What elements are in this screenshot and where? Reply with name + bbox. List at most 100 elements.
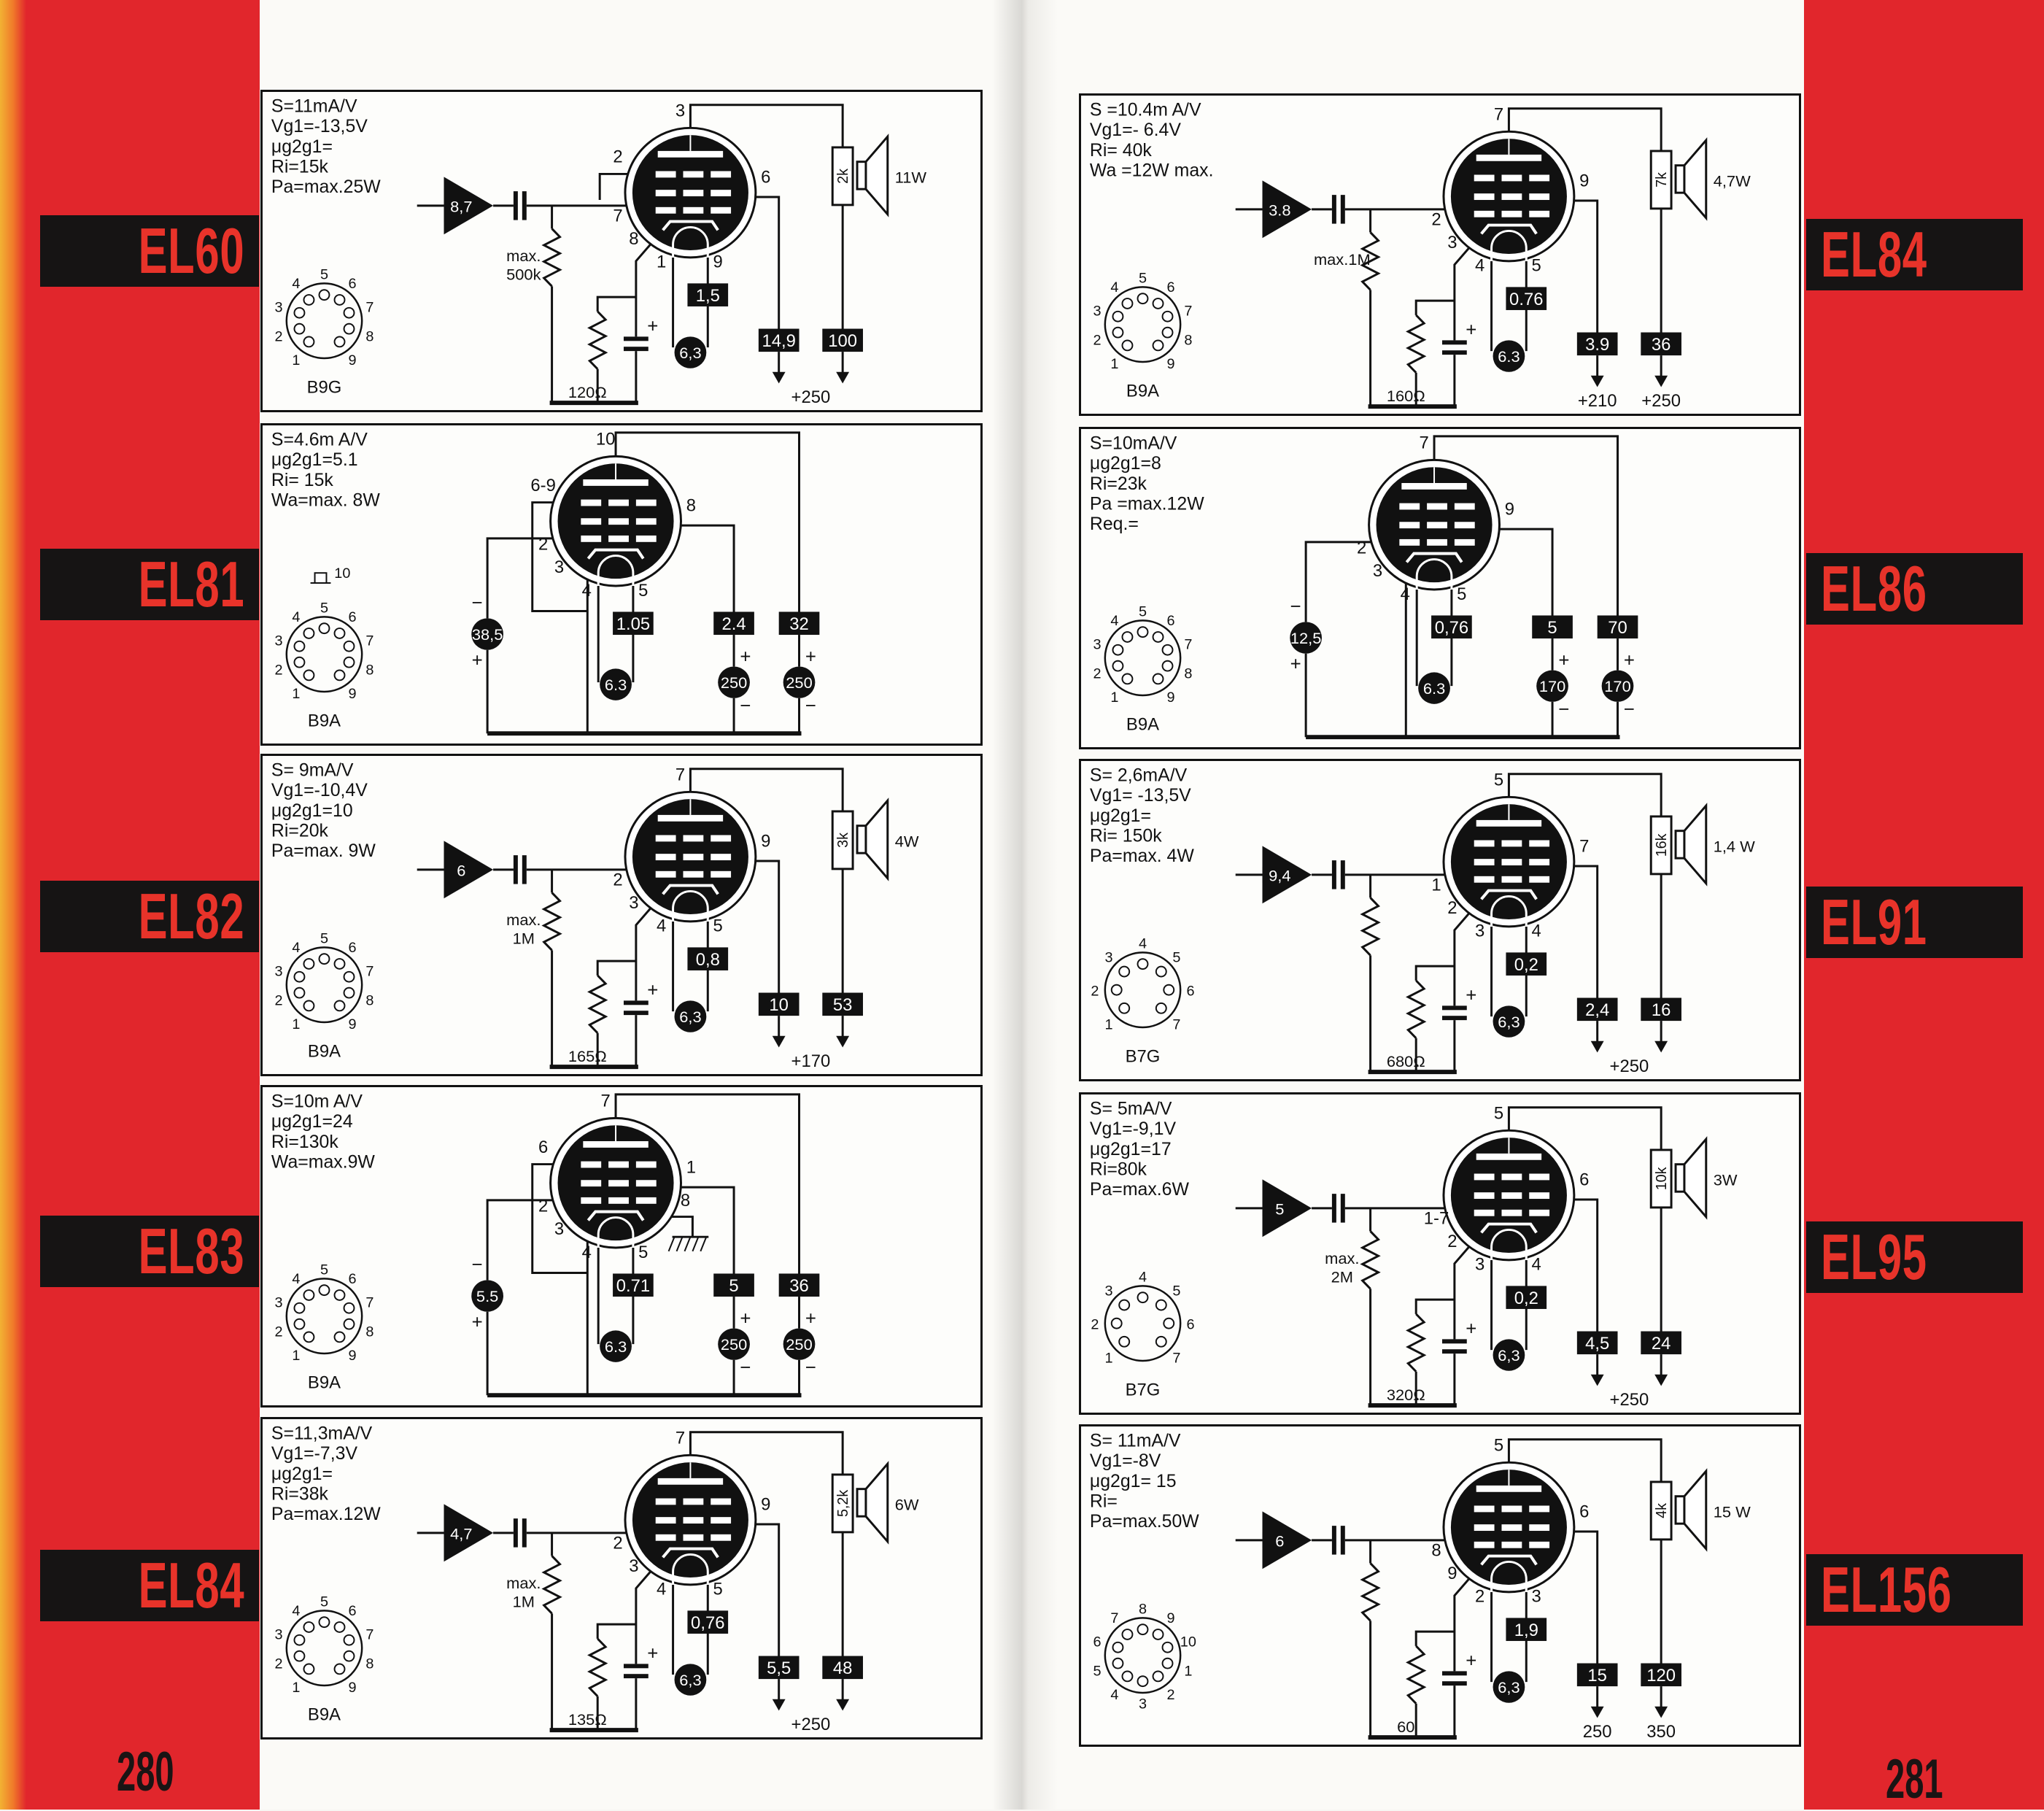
speaker-icon xyxy=(856,161,867,190)
socket-pin xyxy=(1112,644,1124,656)
socket-pin-number: 2 xyxy=(1091,984,1099,1000)
tube-tab-label: EL60 xyxy=(138,215,244,287)
grid-leak-resistor xyxy=(1360,1230,1381,1290)
speaker-icon xyxy=(1674,830,1686,860)
speaker-icon xyxy=(1674,164,1686,194)
socket-pin xyxy=(1121,339,1134,352)
input-signal-voltage: 6 xyxy=(457,862,465,880)
pin-label-left-lower: 2 xyxy=(613,1534,622,1553)
heater-current-label: 0,8 xyxy=(696,950,720,970)
capacitor-polarity: + xyxy=(647,317,658,337)
pin-label-heater1: 4 xyxy=(582,1243,592,1262)
socket-pin xyxy=(1118,965,1131,978)
socket-pin xyxy=(343,656,355,668)
heater-filament xyxy=(1490,1229,1528,1260)
screen-supply-arrowhead xyxy=(1590,1040,1604,1053)
tube-tab-el81: EL81 xyxy=(40,549,259,620)
socket-pin-number: 7 xyxy=(365,1627,373,1643)
socket-pin xyxy=(318,1284,330,1297)
anode-wire xyxy=(1507,773,1662,816)
pin-label-heater2: 5 xyxy=(1457,584,1466,604)
pin-label-left-lower: 2 xyxy=(1357,538,1366,558)
socket-pin xyxy=(293,306,306,319)
grid-3 xyxy=(608,1197,629,1204)
tube-spec-line: μg2g1= xyxy=(271,137,333,157)
tube-spec-line: S =10.4m A/V xyxy=(1090,101,1201,120)
socket-pin-number: 3 xyxy=(1093,304,1102,320)
grid-1 xyxy=(581,499,602,506)
grid-3 xyxy=(711,1534,732,1541)
socket-pin-number: 9 xyxy=(349,1016,357,1032)
pin-label-left-upper: 6-9 xyxy=(530,476,555,495)
heater-voltage-circle xyxy=(674,1664,707,1696)
socket-pin xyxy=(1137,293,1149,305)
grid-2 xyxy=(683,190,704,197)
socket-pin xyxy=(333,669,346,681)
anode-voltage-source: 250 xyxy=(783,1328,816,1360)
tube-spec-line: Ri=15k xyxy=(271,158,329,177)
tube-tab-label: EL84 xyxy=(1821,219,1927,290)
anode-supply-arrowhead xyxy=(836,371,850,384)
socket-outline xyxy=(1104,1285,1182,1362)
anode-wire xyxy=(614,431,801,613)
heater-voltage-label: 6.3 xyxy=(1498,347,1520,366)
supply-voltage-label: +170 xyxy=(791,1051,831,1071)
pin-label-cathode: 2 xyxy=(1447,1232,1457,1251)
socket-pin-number: 2 xyxy=(1093,333,1102,349)
tube-spec-line: S= 5mA/V xyxy=(1090,1100,1172,1119)
grid-2 xyxy=(581,518,602,525)
grid-resistor-label: max. xyxy=(506,911,541,929)
output-power-label: 1,4 W xyxy=(1714,837,1756,855)
tube-spec-line: Vg1=-7,3V xyxy=(271,1444,358,1464)
socket-base-type: B9A xyxy=(308,1704,341,1724)
anode-voltage-source-label: 250 xyxy=(786,1335,812,1354)
grid-bias-source-circle xyxy=(471,1280,503,1312)
socket-pin-number: 1 xyxy=(1184,1664,1192,1680)
socket-pin-number: 9 xyxy=(1167,356,1175,372)
pin-label-top: 5 xyxy=(1494,1436,1503,1456)
anode-current-label: 53 xyxy=(833,995,853,1015)
socket-pin-number: 3 xyxy=(275,964,283,980)
pin-label-heater1: 4 xyxy=(1475,256,1484,276)
socket-outline xyxy=(1104,1617,1182,1694)
heater-voltage-circle xyxy=(600,1330,632,1362)
socket-pin xyxy=(303,1331,315,1343)
top-cap-pin-number: 10 xyxy=(334,565,350,582)
tube-spec-line: μg2g1=5.1 xyxy=(271,450,358,470)
coupling-capacitor-plate xyxy=(1331,1526,1336,1555)
speaker-cone-icon xyxy=(1683,137,1708,221)
pin-label-left-lower: 1-7 xyxy=(1424,1209,1449,1229)
socket-pin-number: 6 xyxy=(349,1271,357,1287)
socket-outline xyxy=(285,946,363,1024)
grid-1 xyxy=(1474,1173,1495,1181)
socket-pin xyxy=(1163,1317,1175,1329)
anode-current: 16 xyxy=(1641,997,1681,1022)
anode-current: 53 xyxy=(822,992,863,1016)
screen-supply-arrowhead xyxy=(1590,1706,1604,1718)
socket-base-type: B9A xyxy=(308,1372,341,1392)
heater-filament xyxy=(672,1553,709,1585)
socket-pin xyxy=(1137,1623,1149,1636)
anode-current-label: 70 xyxy=(1608,618,1627,638)
polarity-minus: − xyxy=(1624,700,1635,720)
socket-pin-number: 3 xyxy=(1093,637,1102,653)
cathode xyxy=(587,1210,645,1221)
anode-plate xyxy=(1476,154,1542,161)
socket-pin-number: 5 xyxy=(1093,1664,1102,1680)
socket-pin-number: 1 xyxy=(292,1016,300,1032)
socket-pin xyxy=(303,1289,315,1301)
tube-tab-el60: EL60 xyxy=(40,215,259,287)
speaker-cone-icon xyxy=(864,798,889,881)
heater-voltage-label: 6,3 xyxy=(679,344,701,362)
tube-spec-line: S=4.6m A/V xyxy=(271,430,368,450)
tube-spec-line: Pa =max.12W xyxy=(1090,495,1204,514)
grid-3 xyxy=(683,206,704,214)
polarity-minus: − xyxy=(805,1358,816,1378)
anode-current-box xyxy=(778,611,820,636)
